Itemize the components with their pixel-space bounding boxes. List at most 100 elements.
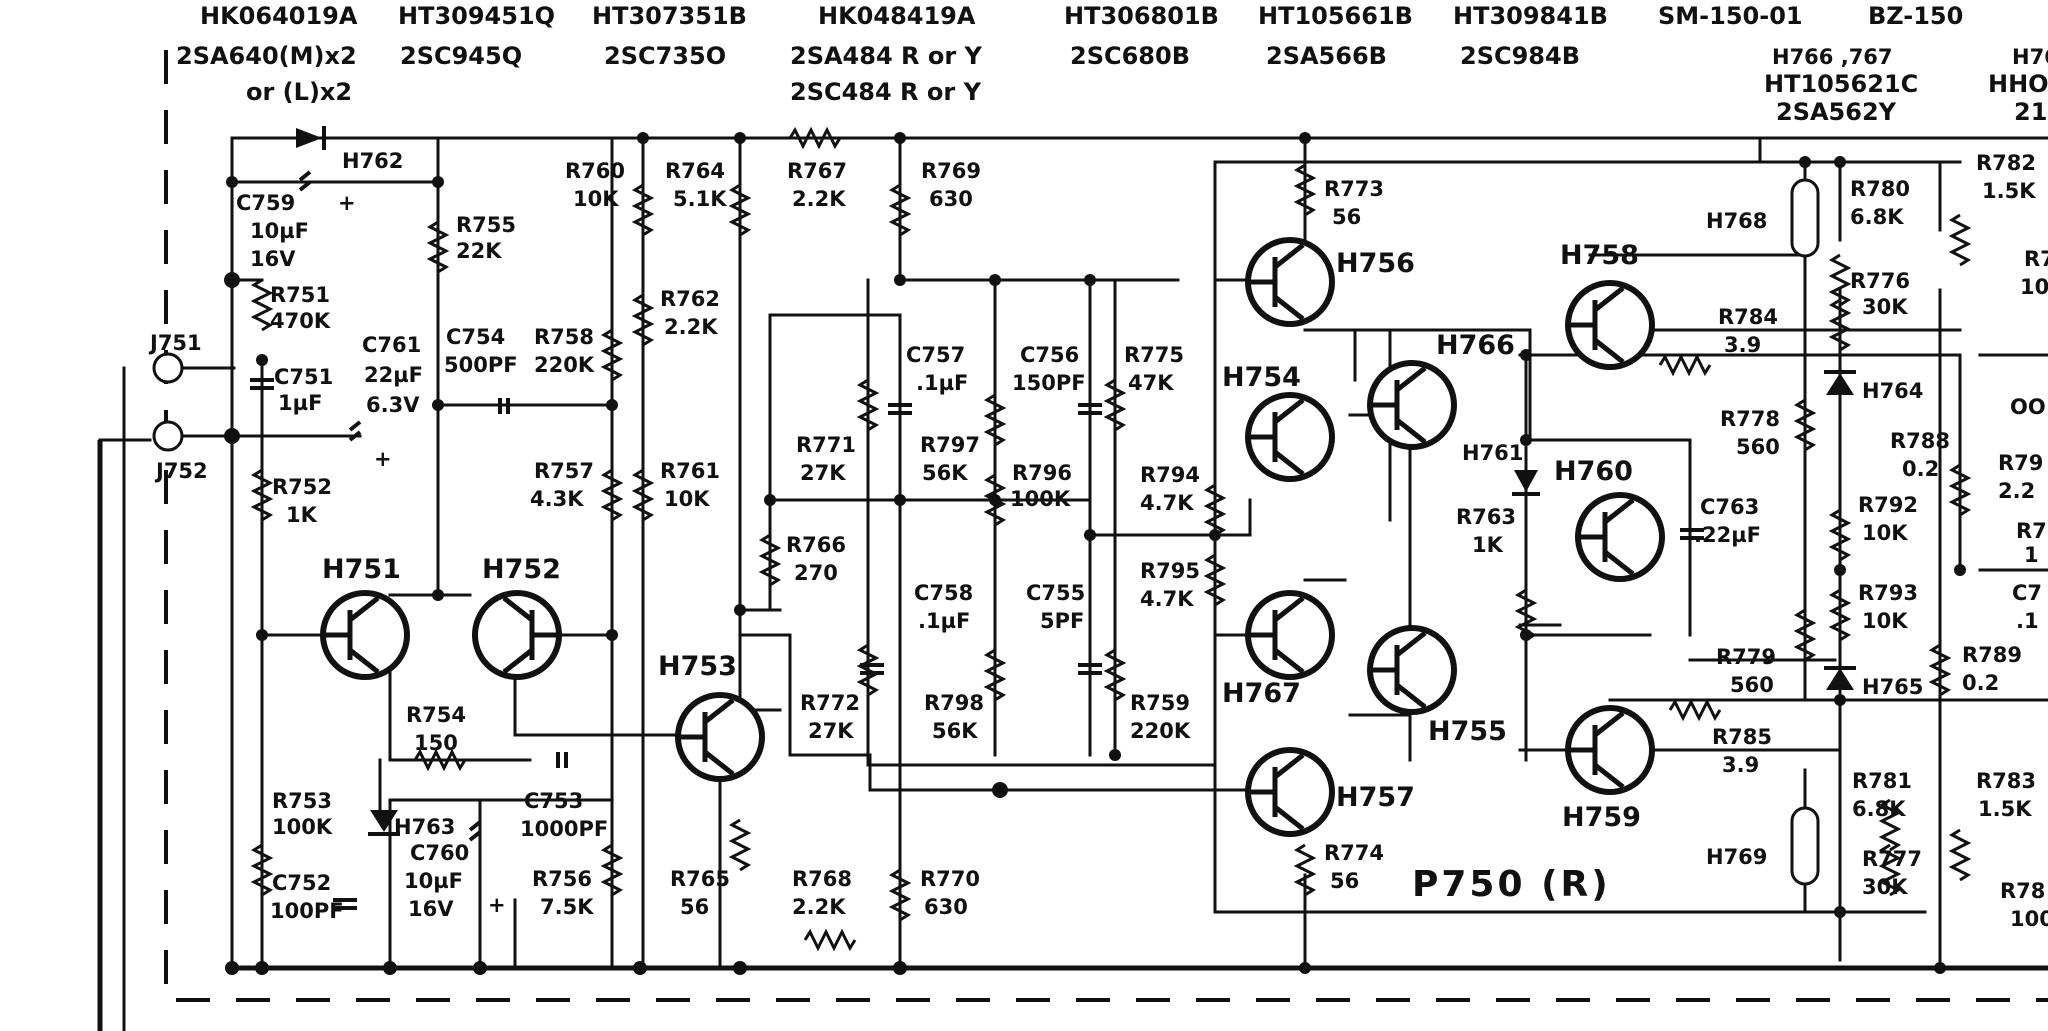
resistor-r774: [1293, 843, 1317, 897]
label-r764-ref: R764: [665, 159, 725, 183]
label-c760-value: 10µF: [404, 869, 463, 893]
header-part-bz-150: BZ-150: [1868, 2, 1963, 30]
label-r763-ref: R763: [1456, 505, 1516, 529]
label-r760-value: 10K: [573, 187, 619, 211]
label-r751-ref: R751: [270, 283, 330, 307]
transistor-h766: [1367, 360, 1457, 450]
label-r781-ref: R781: [1852, 769, 1912, 793]
header-type-2sc735o: 2SC735O: [604, 42, 726, 70]
transistor-h754: [1245, 392, 1335, 482]
label-h761: H761: [1462, 441, 1523, 465]
label-h765: H765: [1862, 675, 1923, 699]
label-r792-value: 10K: [1862, 521, 1908, 545]
transistor-h760: [1575, 492, 1665, 582]
capacitor-c759: [298, 170, 312, 192]
header-type-or-l: or (L)x2: [246, 78, 352, 106]
resistor-r757: [600, 468, 624, 522]
label-fragment-dot1: .1: [2016, 609, 2039, 633]
label-fragment-r78-bottom: R78: [2000, 879, 2045, 903]
header-right-21: 21(: [2014, 98, 2048, 126]
resistor-r793: [1828, 588, 1852, 642]
label-c756-ref: C756: [1020, 343, 1079, 367]
label-c759-voltage: 16V: [250, 247, 296, 271]
label-r767-value: 2.2K: [792, 187, 846, 211]
capacitor-c757: [888, 403, 912, 415]
label-fragment-oo: OO: [2010, 395, 2046, 419]
label-c756-value: 150PF: [1012, 371, 1086, 395]
label-r777-value: 30K: [1862, 875, 1908, 899]
header-right-h766-767: H766 ,767: [1772, 45, 1893, 69]
thermistors: [1790, 178, 1820, 886]
diode-h764-symbol: [1826, 373, 1854, 395]
label-r783-ref: R783: [1976, 769, 2036, 793]
label-h758: H758: [1560, 240, 1639, 271]
label-r788-ref: R788: [1890, 429, 1950, 453]
header-right-hhoc: HHOC: [1988, 70, 2048, 98]
label-r793-ref: R793: [1858, 581, 1918, 605]
label-r785-ref: R785: [1712, 725, 1772, 749]
label-r759-ref: R759: [1130, 691, 1190, 715]
label-h754: H754: [1222, 362, 1301, 393]
input-connectors: J751 J752: [148, 331, 208, 483]
label-h764: H764: [1862, 379, 1923, 403]
label-r774-ref: R774: [1324, 841, 1384, 865]
diode-labels: H762 H763 H761 H764 H765 H768 H769: [342, 149, 1923, 869]
capacitors: [250, 170, 1704, 910]
resistor-r798: [983, 648, 1007, 702]
header-right-2sa562y: 2SA562Y: [1776, 98, 1897, 126]
resistor-r771: [856, 378, 880, 432]
label-r755-value: 22K: [456, 239, 502, 263]
resistor-r762: [631, 293, 655, 347]
resistor-r796: [983, 473, 1007, 527]
label-h756: H756: [1336, 248, 1415, 279]
label-r762-ref: R762: [660, 287, 720, 311]
label-r770-value: 630: [924, 895, 968, 919]
label-c760-ref: C760: [410, 841, 469, 865]
label-h766: H766: [1436, 330, 1515, 361]
header-part-hk048419a: HK048419A: [818, 2, 976, 30]
label-r769-value: 630: [929, 187, 973, 211]
capacitor-c761: [348, 420, 362, 442]
transistor-h756: [1245, 237, 1335, 327]
label-h751: H751: [322, 554, 401, 585]
transistor-h757: [1245, 747, 1335, 837]
label-r784-value: 3.9: [1724, 333, 1761, 357]
header-type-2sc680b: 2SC680B: [1070, 42, 1190, 70]
label-r773-value: 56: [1332, 205, 1361, 229]
label-r789-ref: R789: [1962, 643, 2022, 667]
label-c761-value: 22µF: [364, 363, 423, 387]
resistor-r784: [1658, 353, 1712, 377]
header-type-2sa566b: 2SA566B: [1266, 42, 1387, 70]
resistor-r781: [1878, 798, 1902, 852]
label-r761-value: 10K: [664, 487, 710, 511]
label-r769-ref: R769: [921, 159, 981, 183]
resistors: [250, 126, 1972, 952]
label-r792-ref: R792: [1858, 493, 1918, 517]
resistor-r773: [1293, 163, 1317, 217]
label-c758-value: .1µF: [918, 609, 970, 633]
label-r760-ref: R760: [565, 159, 625, 183]
label-r767-ref: R767: [787, 159, 847, 183]
label-c753-ref: C753: [524, 789, 583, 813]
label-r754-value: 150: [414, 731, 458, 755]
label-r753-value: 100K: [272, 815, 333, 839]
label-r797-value: 56K: [922, 461, 968, 485]
label-r751-value: 470K: [270, 309, 331, 333]
transistor-h758: [1565, 280, 1655, 370]
label-fragment-100-top: 100: [2020, 275, 2048, 299]
label-r768-value: 2.2K: [792, 895, 846, 919]
label-c760-voltage: 16V: [408, 897, 454, 921]
label-h768: H768: [1706, 209, 1767, 233]
capacitor-c758: [860, 663, 884, 675]
connector-j751-terminal: [152, 352, 184, 384]
label-c758-ref: C758: [914, 581, 973, 605]
label-r781-value: 6.8K: [1852, 797, 1906, 821]
label-c759-value: 10µF: [250, 219, 309, 243]
label-h760: H760: [1554, 456, 1633, 487]
label-c757-value: .1µF: [916, 371, 968, 395]
component-labels: C759 10µF 16V R755 22K R751 470K C751 1µ…: [236, 151, 2048, 931]
label-r795-ref: R795: [1140, 559, 1200, 583]
header-type-2sa640: 2SA640(M)x2: [176, 42, 357, 70]
resistor-r770: [888, 868, 912, 922]
polarity-plus-c760: +: [488, 893, 506, 917]
